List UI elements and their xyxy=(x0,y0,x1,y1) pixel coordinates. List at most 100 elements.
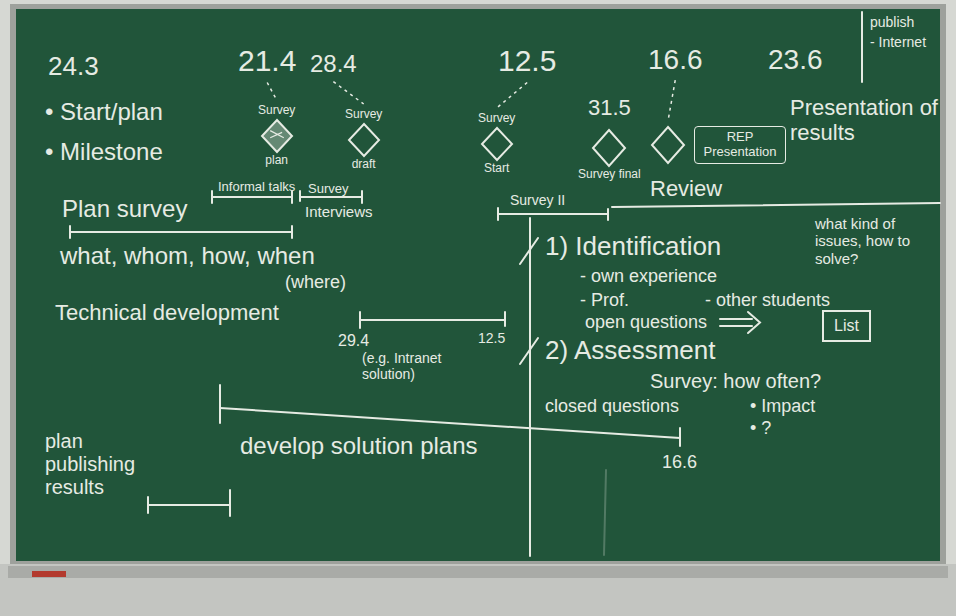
leader-line xyxy=(267,83,276,101)
chalk-label: Survey II xyxy=(510,192,565,208)
node-text: REP Presentation xyxy=(694,126,786,164)
bracket-tick xyxy=(361,191,363,203)
chalk-label: - Internet xyxy=(870,34,926,50)
node-text: Survey xyxy=(345,108,382,122)
chalk-label: open questions xyxy=(585,312,707,333)
chalk-label: 23.6 xyxy=(768,44,823,76)
chalk-label: Technical development xyxy=(55,300,279,325)
tray-clip xyxy=(32,571,66,577)
chalk-label: develop solution plans xyxy=(240,432,478,460)
chalk-label: • Impact xyxy=(750,396,815,417)
chalk-label: - own experience xyxy=(580,266,717,287)
diamond-outline xyxy=(652,127,684,163)
bracket-tick xyxy=(497,208,499,220)
chalk-label: plan publishing results xyxy=(45,430,145,499)
chalk-label: 1) Identification xyxy=(545,232,721,262)
board-surface xyxy=(16,9,940,561)
chalk-label: 2) Assessment xyxy=(545,336,716,366)
chalk-label: publish xyxy=(870,14,914,30)
node-text: Survey xyxy=(258,104,295,118)
strike-mark xyxy=(520,238,538,264)
bracket-tick xyxy=(607,209,609,220)
chalk-label: 12.5 xyxy=(498,44,556,79)
chalk-label: Interviews xyxy=(305,203,373,220)
chalk-label: Presentation of results xyxy=(790,95,945,146)
chalk-label: 12.5 xyxy=(478,330,505,346)
implies-arrow-head xyxy=(748,312,760,333)
scribble xyxy=(270,130,284,137)
bracket-tick xyxy=(211,191,213,203)
chalk-label: (where) xyxy=(285,272,346,293)
node-text: plan xyxy=(265,154,288,168)
implies-arrow xyxy=(720,325,752,327)
leader-line xyxy=(668,80,675,121)
chalk-label: 24.3 xyxy=(48,52,99,82)
bracket-tick xyxy=(679,428,681,446)
chalk-label: what, whom, how, when xyxy=(60,242,315,270)
chalk-smudge xyxy=(604,470,606,555)
chalk-label: 31.5 xyxy=(588,95,631,120)
node-text: Start xyxy=(484,162,509,176)
bracket-tick xyxy=(504,312,506,326)
milestone-diamond xyxy=(591,128,627,168)
diamond-outline xyxy=(593,130,625,166)
milestone-node: REP Presentation xyxy=(650,125,786,165)
chalk-label: (e.g. Intranet solution) xyxy=(362,350,492,382)
chalk-label: Informal talks xyxy=(218,180,295,195)
chalk-label: 16.6 xyxy=(662,452,697,473)
milestone-diamond xyxy=(347,122,381,158)
chalk-label: Survey xyxy=(308,182,348,197)
diamond-outline xyxy=(262,120,292,152)
milestone-node: Survey plan xyxy=(258,104,295,168)
chalk-label: 28.4 xyxy=(310,50,357,78)
chalk-label: Review xyxy=(650,176,722,201)
chalk-label: • Start/plan xyxy=(45,98,163,126)
chalk-label: Survey: how often? xyxy=(650,370,821,393)
time-bracket xyxy=(360,319,505,321)
diamond-outline xyxy=(482,128,512,160)
time-bracket xyxy=(300,196,362,198)
time-bracket xyxy=(148,504,230,506)
time-bracket xyxy=(498,213,608,215)
bracket-tick xyxy=(229,490,231,516)
milestone-diamond xyxy=(260,118,294,154)
chalk-label: 29.4 xyxy=(338,332,369,350)
chalk-label: • ? xyxy=(750,418,771,439)
milestone-diamond xyxy=(480,126,514,162)
milestone-node: Survey final xyxy=(578,128,641,182)
leader-line xyxy=(333,82,363,104)
chalk-label: • Milestone xyxy=(45,138,163,166)
bracket-tick xyxy=(291,226,293,238)
diamond-outline xyxy=(349,124,379,156)
chalk-label: Plan survey xyxy=(62,195,187,223)
bracket-tick xyxy=(299,191,301,201)
time-bracket xyxy=(212,196,292,198)
bracket-tick xyxy=(219,385,221,423)
publish-divider xyxy=(861,12,863,82)
list-box: List xyxy=(822,310,871,342)
divider-line xyxy=(612,203,940,207)
bracket-tick xyxy=(147,497,149,513)
implies-arrow xyxy=(720,318,752,320)
board-frame xyxy=(10,4,946,566)
leader-line xyxy=(497,83,528,109)
milestone-node: Survey draft xyxy=(345,108,382,172)
tray-lip xyxy=(8,566,948,578)
chalk-tray xyxy=(0,564,956,616)
milestone-node: SurveyStart xyxy=(478,112,515,176)
chalk-label: 21.4 xyxy=(238,44,296,79)
divider-line xyxy=(529,218,531,556)
strike-mark xyxy=(520,338,538,364)
node-text: Survey xyxy=(478,112,515,126)
node-text: Survey final xyxy=(578,168,641,182)
chalk-label: - Prof. xyxy=(580,290,629,311)
chalk-label: - other students xyxy=(705,290,830,311)
time-bracket xyxy=(70,231,292,233)
node-text: List xyxy=(834,317,859,335)
chalk-label: 16.6 xyxy=(648,44,703,76)
node-text: draft xyxy=(352,158,376,172)
bracket-tick xyxy=(69,226,71,238)
chalk-label: what kind of issues, how to solve? xyxy=(815,215,943,267)
